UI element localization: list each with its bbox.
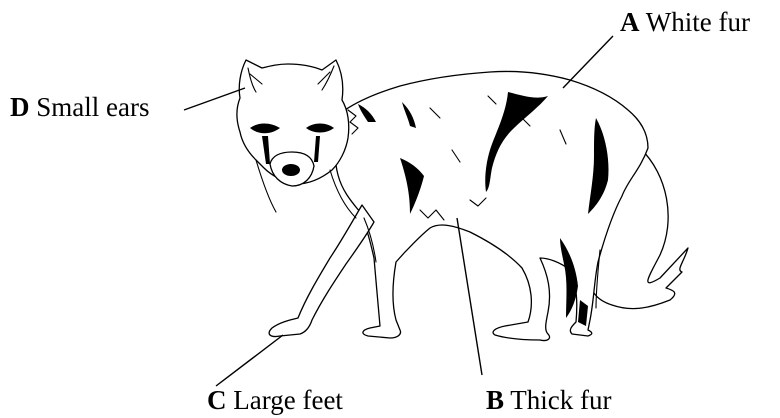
fox-nose bbox=[282, 164, 300, 176]
label-d: D Small ears bbox=[10, 92, 149, 122]
leader-line-b bbox=[457, 218, 482, 375]
label-a-text: White fur bbox=[646, 7, 750, 37]
label-b-letter: B bbox=[486, 385, 504, 415]
leader-line-a bbox=[563, 36, 613, 88]
fox-front-leg bbox=[269, 205, 374, 337]
fox-illustration bbox=[237, 60, 688, 341]
label-c: C Large feet bbox=[207, 385, 343, 415]
label-c-letter: C bbox=[207, 385, 227, 415]
label-a-letter: A bbox=[620, 7, 640, 37]
label-a: A White fur bbox=[620, 7, 750, 37]
label-c-text: Large feet bbox=[233, 385, 343, 415]
label-b-text: Thick fur bbox=[510, 385, 611, 415]
label-d-letter: D bbox=[10, 92, 30, 122]
leader-line-d bbox=[184, 88, 245, 110]
label-d-text: Small ears bbox=[36, 92, 149, 122]
leader-line-c bbox=[216, 335, 283, 386]
label-b: B Thick fur bbox=[486, 385, 612, 415]
